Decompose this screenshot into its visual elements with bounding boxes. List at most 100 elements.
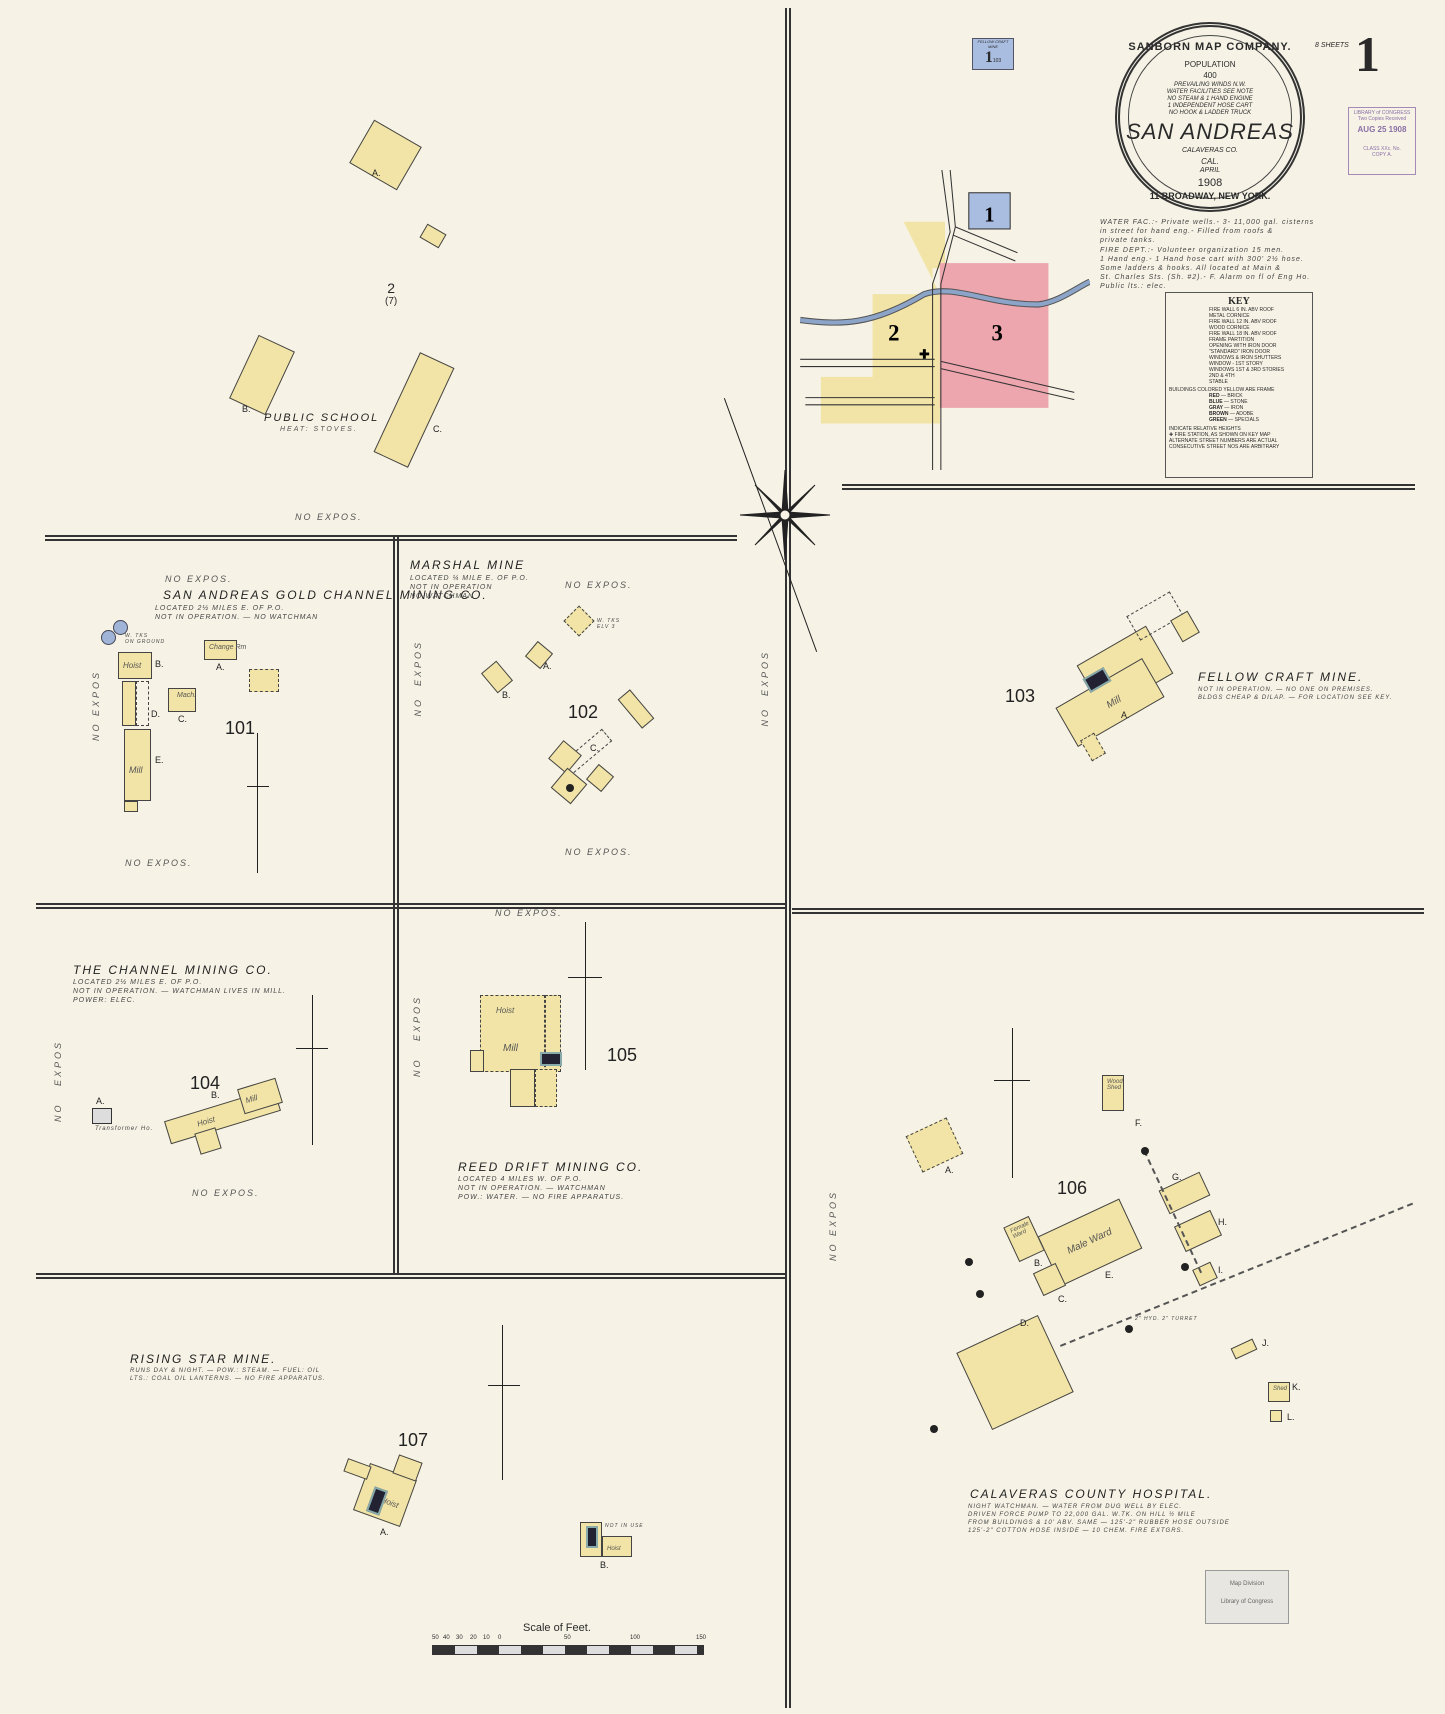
hydrant-icon [965, 1258, 973, 1266]
section-101-note: LOCATED 2½ MILES E. OF P.O. NOT IN OPERA… [155, 605, 319, 621]
building-letter: C. [433, 424, 442, 434]
seal-city: SAN ANDREAS [1126, 119, 1294, 144]
section-105-number: 105 [607, 1045, 638, 1065]
boiler-icon [586, 1526, 598, 1548]
building-letter: A. [1121, 710, 1130, 720]
building-letter: B. [1034, 1258, 1043, 1268]
grid-line-top-left [45, 535, 737, 541]
scale-tick: 30 [456, 1635, 463, 1641]
seal-fact: NO HOOK & LADDER TRUCK [1168, 110, 1252, 116]
north-arrow-icon [1012, 1028, 1013, 1178]
north-arrow-icon [585, 922, 586, 1070]
building-101-mill: Mill [124, 729, 151, 801]
north-arrow-crossbar [296, 1048, 328, 1049]
hydrant-icon [1141, 1147, 1149, 1155]
building-label: Mill [244, 1093, 259, 1106]
key-row: WINDOWS & IRON SHUTTERS [1209, 355, 1282, 361]
building-106-a [905, 1117, 964, 1173]
building-104-mach [194, 1127, 222, 1155]
key-row: WINDOW - 1ST STORY [1209, 361, 1263, 367]
section-102-note: LOCATED ¼ MILE E. OF P.O. NOT IN OPERATI… [410, 575, 529, 600]
key-fire-station-label: FIRE STATION, AS SHOWN ON KEY MAP [1174, 432, 1271, 438]
water-pipe-branch [1143, 1150, 1203, 1274]
building-label: Shed [1273, 1386, 1288, 1392]
building-105-wing [470, 1050, 484, 1072]
key-footer: ALTERNATE STREET NUMBERS ARE ACTUAL [1169, 438, 1278, 444]
fire-station-cross-icon: ✚ [1169, 432, 1175, 438]
stamp-line: LIBRARY of CONGRESS [1353, 110, 1411, 116]
building-102-b [480, 660, 514, 694]
building-letter: A. [372, 168, 381, 178]
scale-tick: 50 [564, 1635, 571, 1641]
water-tanks-platform [563, 605, 595, 637]
key-footer: CONSECUTIVE STREET NOS ARE ARBITRARY [1169, 444, 1280, 450]
building-label: Hoist [496, 1006, 515, 1015]
building-letter: D. [1020, 1318, 1029, 1328]
section-sub-number: (7) [385, 296, 398, 307]
building-letter: G. [1172, 1172, 1182, 1182]
key-row: METAL CORNICE [1209, 313, 1250, 319]
stamp-line: CLASS XXc. No. [1363, 146, 1401, 152]
stamp-line: Library of Congress [1220, 1599, 1274, 1605]
building-label: Hoist [607, 1546, 621, 1552]
building-letter: B. [600, 1560, 609, 1570]
key-row: WOOD CORNICE [1209, 325, 1250, 331]
building-letter: C. [590, 743, 599, 753]
section-106-note: NIGHT WATCHMAN. — WATER FROM DUG WELL BY… [968, 1504, 1230, 1534]
section-104-title: THE CHANNEL MINING CO. [73, 963, 273, 977]
building-label: Hoist [123, 661, 142, 670]
building-106-j [1230, 1338, 1258, 1360]
building-101-change: Change Rm [204, 640, 246, 660]
seal-population-label: POPULATION [1184, 60, 1236, 69]
fire-dept-note: FIRE DEPT.:- Volunteer organization 15 m… [1100, 247, 1311, 290]
section-103-note: NOT IN OPERATION. — NO ONE ON PREMISES. … [1198, 687, 1393, 701]
building-105-south-2 [535, 1069, 557, 1107]
scale-tick: 50 [432, 1635, 439, 1641]
key-color-row: GRAY — IRON [1209, 405, 1244, 411]
key-color-meaning: IRON [1230, 405, 1244, 411]
key-color-meaning: BRICK [1227, 393, 1243, 399]
keymap-reference-box: FELLOW CRAFT MINE 1103 [972, 38, 1014, 70]
section-106-number: 106 [1057, 1178, 1088, 1198]
keymap-sheet-2: 2 [888, 321, 899, 346]
building-106-l [1270, 1410, 1282, 1422]
north-arrow-crossbar [488, 1385, 520, 1386]
expos-left-label: NO EXPOS [828, 1190, 838, 1262]
building-label: Mill [129, 765, 143, 775]
no-expos-label: NO EXPOS. [165, 574, 233, 584]
key-row: FRAME PARTITION [1209, 337, 1255, 343]
section-103-number: 103 [1005, 686, 1036, 706]
stamp-line: AUG 25 1908 [1357, 125, 1407, 134]
building-letter: C. [178, 714, 187, 724]
scale-bar [432, 1645, 704, 1655]
building-letter: I. [1218, 1265, 1224, 1275]
key-row: FIRE WALL 6 IN. ABV ROOF [1209, 307, 1274, 313]
sheet-number: 1 [1355, 26, 1380, 82]
building-label: Mill [503, 1043, 518, 1054]
key-color-meaning: ADOBE [1235, 411, 1254, 417]
building-letter: A. [945, 1165, 954, 1175]
section-101-number: 101 [225, 718, 256, 738]
seal-company: SANBORN MAP COMPANY. [1128, 41, 1292, 53]
key-row: FIRE WALL 12 IN. ABV ROOF [1209, 319, 1277, 325]
seal-month: APRIL [1199, 167, 1221, 174]
section-103-title: FELLOW CRAFT MINE. [1198, 670, 1364, 684]
north-arrow-crossbar [994, 1080, 1030, 1081]
section-102-number: 102 [568, 702, 599, 722]
section-107-title: RISING STAR MINE. [130, 1352, 277, 1366]
building-letter: A. [96, 1096, 105, 1106]
seal-address: 11 BROADWAY, NEW YORK. [1149, 191, 1271, 201]
hydrant-icon [930, 1425, 938, 1433]
scale-tick: 0 [498, 1635, 502, 1641]
scale-tick: 150 [696, 1635, 707, 1641]
building-101-mach: Mach. [168, 688, 196, 712]
building-letter: B. [211, 1090, 220, 1100]
seal-county: CALAVERAS CO. [1181, 147, 1239, 154]
north-arrow-icon [502, 1325, 503, 1480]
not-in-use-label: NOT IN USE [605, 1523, 644, 1529]
key-row: "STANDARD" IRON DOOR [1209, 349, 1270, 355]
building-school-b [229, 334, 295, 416]
library-of-congress-stamp: LIBRARY of CONGRESS Two Copies Received … [1348, 107, 1416, 175]
compass-rose-icon [739, 469, 831, 561]
building-letter: A. [216, 662, 225, 672]
